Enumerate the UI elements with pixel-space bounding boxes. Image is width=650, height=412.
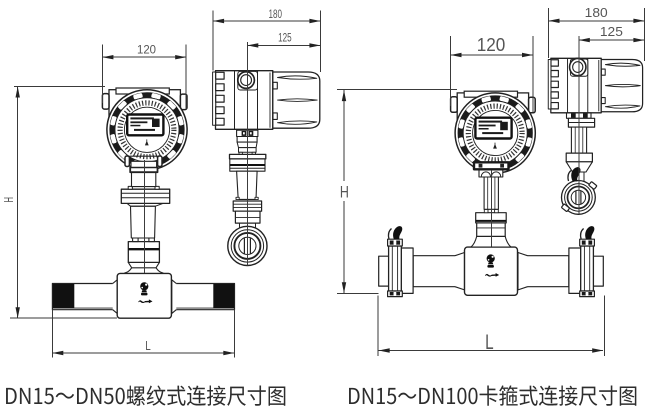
svg-text:125: 125 [600, 25, 623, 39]
svg-text:H: H [340, 183, 349, 201]
svg-text:120: 120 [137, 44, 156, 56]
svg-text:L: L [485, 331, 494, 354]
svg-text:180: 180 [268, 9, 282, 21]
svg-text:120: 120 [477, 35, 506, 55]
svg-text:180: 180 [585, 6, 608, 20]
svg-text:L: L [145, 338, 151, 353]
svg-text:125: 125 [278, 33, 292, 45]
svg-text:H: H [1, 197, 16, 203]
